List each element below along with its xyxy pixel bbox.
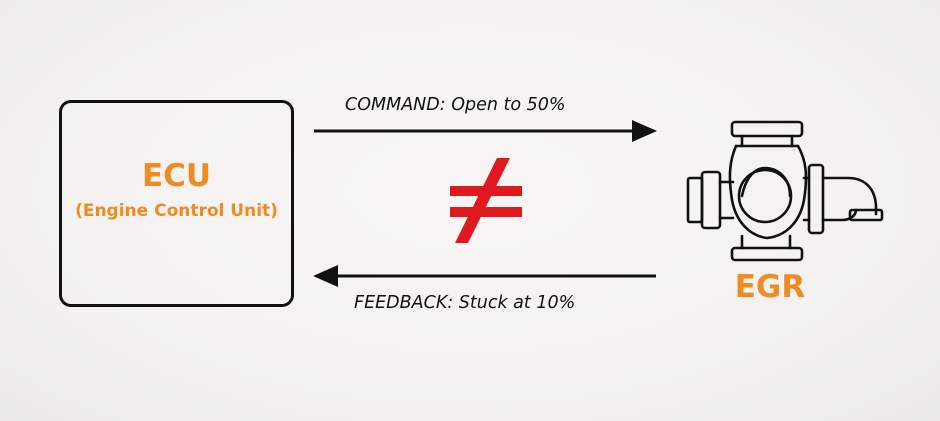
ecu-title: ECU	[141, 158, 212, 194]
egr-valve-icon	[686, 120, 884, 262]
not-equal-icon	[450, 158, 522, 243]
feedback-label: FEEDBACK: Stuck at 10%	[354, 293, 576, 313]
ecu-box	[59, 100, 294, 307]
command-arrow	[314, 120, 657, 142]
egr-label: EGR	[734, 269, 806, 305]
feedback-arrow	[313, 265, 656, 287]
command-label: COMMAND: Open to 50%	[345, 95, 566, 115]
ecu-subtitle: (Engine Control Unit)	[75, 201, 278, 221]
